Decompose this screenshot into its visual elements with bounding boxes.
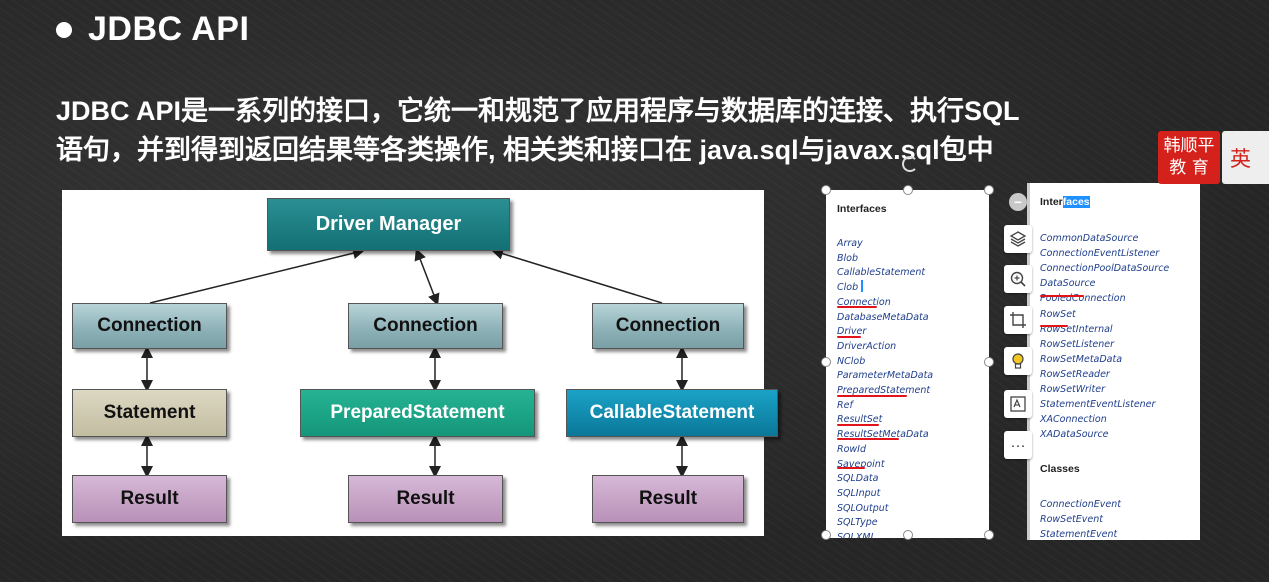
interface-link[interactable]: CallableStatement — [837, 267, 926, 279]
jdbc-architecture-diagram: Driver Manager Connection Connection Con… — [62, 190, 778, 536]
translate-icon[interactable] — [1004, 390, 1032, 418]
interface-link[interactable]: SQLInput — [837, 487, 881, 499]
interface-link[interactable]: CommonDataSource — [1040, 233, 1139, 244]
interface-link[interactable]: XADataSource — [1040, 429, 1109, 441]
underline-rowset — [1040, 325, 1068, 327]
interface-link[interactable]: Blob — [837, 252, 858, 264]
interface-link[interactable]: Savepoint — [837, 458, 885, 470]
underline-resultset — [837, 424, 879, 426]
statement-box: Statement — [72, 389, 227, 437]
interface-link[interactable]: Array — [837, 238, 863, 249]
brand-badge: 韩顺平 教 育 — [1158, 131, 1220, 184]
collapse-button[interactable]: − — [1009, 193, 1027, 211]
description-line-2: 语句，并到得到返回结果等各类操作, 相关类和接口在 java.sql与javax… — [56, 135, 994, 165]
interface-link[interactable]: SQLType — [837, 517, 878, 529]
resize-handle-br[interactable] — [984, 530, 994, 540]
interface-link[interactable]: Driver — [837, 326, 867, 338]
more-icon[interactable]: ··· — [1004, 431, 1032, 459]
interface-link[interactable]: Connection — [837, 296, 891, 308]
interface-link[interactable]: SQLOutput — [837, 502, 889, 514]
resize-handle-bl[interactable] — [821, 530, 831, 540]
interface-link[interactable]: RowSetWriter — [1040, 384, 1106, 395]
interface-link[interactable]: RowSetMetaData — [1040, 353, 1123, 365]
resize-handle-tr[interactable] — [984, 185, 994, 195]
slide-title-group: JDBC API — [56, 10, 249, 49]
interface-link[interactable]: PreparedStatement — [837, 385, 931, 396]
interface-link[interactable]: SQLXML — [837, 532, 876, 538]
class-link[interactable]: ConnectionEvent — [1040, 499, 1121, 510]
interface-link[interactable]: ConnectionEventListener — [1040, 248, 1160, 260]
interface-link[interactable]: RowSetReader — [1040, 368, 1110, 380]
interface-link[interactable]: RowSet — [1040, 308, 1076, 320]
interface-link[interactable]: SQLData — [837, 473, 879, 485]
result-box-1: Result — [72, 475, 227, 523]
resize-handle-tl[interactable] — [821, 185, 831, 195]
interface-link[interactable]: RowSetInternal — [1040, 323, 1113, 335]
callable-statement-box: CallableStatement — [566, 389, 778, 437]
result-box-2: Result — [348, 475, 503, 523]
interface-link[interactable]: ParameterMetaData — [837, 370, 934, 382]
bullet-icon — [56, 21, 72, 38]
layers-icon[interactable] — [1004, 225, 1032, 253]
result-box-3: Result — [592, 475, 744, 523]
interfaces-heading: Interfaces — [837, 203, 887, 215]
lightbulb-icon[interactable] — [1004, 347, 1032, 375]
connection-box-2: Connection — [348, 303, 503, 349]
resize-handle-bottom[interactable] — [903, 530, 913, 540]
underline-savepoint — [837, 467, 865, 469]
interface-link[interactable]: ResultSetMetaData — [837, 429, 929, 441]
input-language-indicator[interactable]: 英 — [1222, 131, 1269, 184]
interface-link[interactable]: DriverAction — [837, 340, 897, 352]
slide-title: JDBC API — [88, 10, 250, 48]
resize-handle-top[interactable] — [903, 185, 913, 195]
interface-link[interactable]: XAConnection — [1040, 414, 1107, 426]
interface-link[interactable]: DatabaseMetaData — [837, 311, 929, 323]
interfaces-heading-2: Interfaces — [1040, 196, 1090, 208]
interface-link[interactable]: ResultSet — [837, 414, 883, 426]
interface-link[interactable]: RowId — [837, 443, 867, 455]
interface-link[interactable]: Clob — [837, 282, 859, 294]
interface-link[interactable]: Ref — [837, 399, 853, 411]
interface-link[interactable]: PooledConnection — [1040, 293, 1126, 305]
resize-handle-left[interactable] — [821, 357, 831, 367]
underline-driver — [837, 336, 861, 338]
interface-link[interactable]: ConnectionPoolDataSource — [1040, 263, 1170, 275]
interface-link[interactable]: RowSetListener — [1040, 338, 1115, 350]
connection-box-1: Connection — [72, 303, 227, 349]
class-link[interactable]: RowSetEvent — [1040, 514, 1103, 526]
rotate-handle-icon[interactable] — [902, 156, 918, 172]
connection-box-3: Connection — [592, 303, 744, 349]
diagram-connectors — [141, 247, 688, 478]
prepared-statement-box: PreparedStatement — [300, 389, 535, 437]
crop-icon[interactable] — [1004, 306, 1032, 334]
underline-prepared-statement — [837, 395, 907, 397]
interface-link[interactable]: StatementEventListener — [1040, 399, 1156, 411]
interface-link[interactable]: NClob — [837, 355, 866, 367]
description-line-1: JDBC API是一系列的接口，它统一和规范了应用程序与数据库的连接、执行SQL — [56, 96, 1020, 126]
driver-manager-box: Driver Manager — [267, 198, 510, 251]
text-cursor — [861, 280, 863, 292]
resize-handle-right[interactable] — [984, 357, 994, 367]
interface-link[interactable]: DataSource — [1040, 278, 1096, 290]
underline-resultset-metadata — [837, 438, 899, 440]
classes-heading: Classes — [1040, 463, 1080, 475]
class-link[interactable]: StatementEvent — [1040, 529, 1118, 540]
underline-datasource — [1040, 295, 1084, 297]
zoom-in-icon[interactable] — [1004, 265, 1032, 293]
underline-connection — [837, 306, 877, 308]
